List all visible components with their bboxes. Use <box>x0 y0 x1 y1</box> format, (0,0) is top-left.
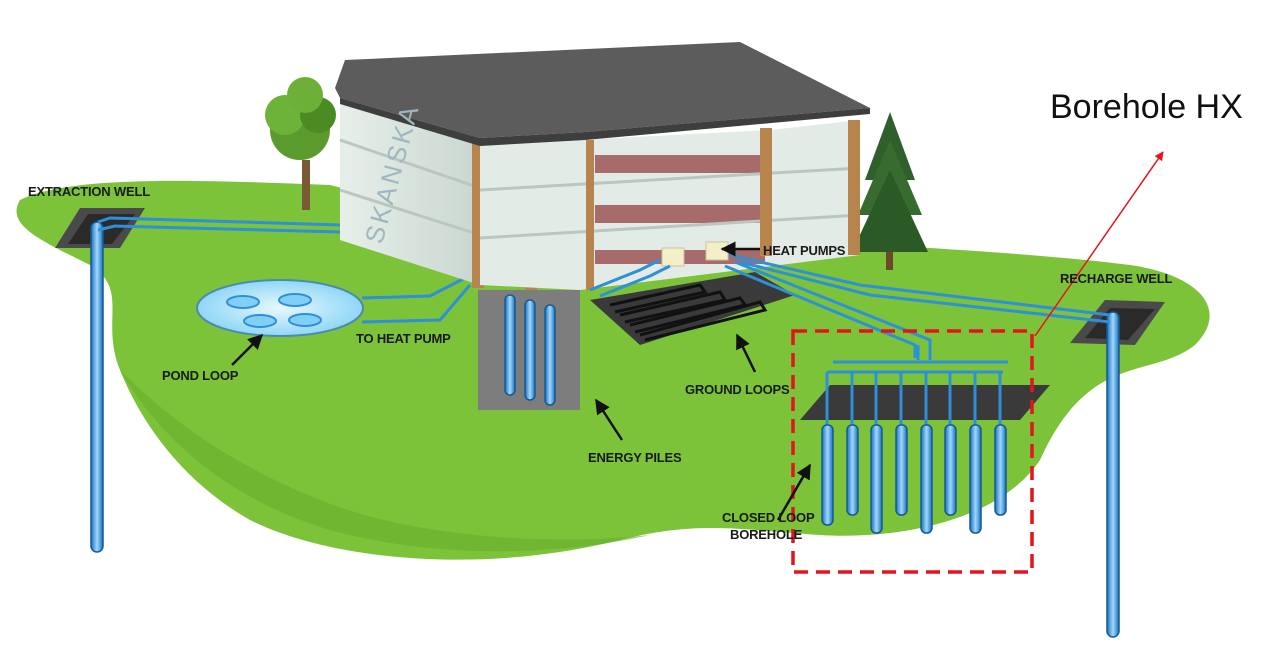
borehole-field <box>800 345 1050 534</box>
label-arrows <box>231 241 812 521</box>
label-pond-loop: POND LOOP <box>162 368 239 383</box>
pine-tree <box>852 112 928 270</box>
recharge-well <box>1070 300 1165 638</box>
building: SKANSKA <box>335 42 870 290</box>
callout-borehole-hx: Borehole HX <box>1050 88 1243 126</box>
label-extraction-well: EXTRACTION WELL <box>28 184 150 199</box>
extraction-pipes <box>97 216 341 234</box>
label-borehole: BOREHOLE <box>730 527 803 542</box>
ground-loops <box>590 272 795 345</box>
label-closed-loop: CLOSED LOOP <box>722 510 815 525</box>
pond-loop <box>196 276 472 337</box>
borehole-callout-box <box>791 329 1034 574</box>
borehole-callout-arrow <box>1034 151 1164 337</box>
energy-piles <box>478 290 580 410</box>
deciduous-tree <box>265 77 336 210</box>
label-to-heat-pump: TO HEAT PUMP <box>356 331 451 346</box>
grass-shadow <box>120 370 650 552</box>
building-to-field-pipes <box>589 253 1111 358</box>
label-recharge-well: RECHARGE WELL <box>1060 271 1172 286</box>
label-heat-pumps: HEAT PUMPS <box>763 243 846 258</box>
label-energy-piles: ENERGY PILES <box>588 450 682 465</box>
label-ground-loops: GROUND LOOPS <box>685 382 790 397</box>
grass-ground <box>16 180 1210 560</box>
